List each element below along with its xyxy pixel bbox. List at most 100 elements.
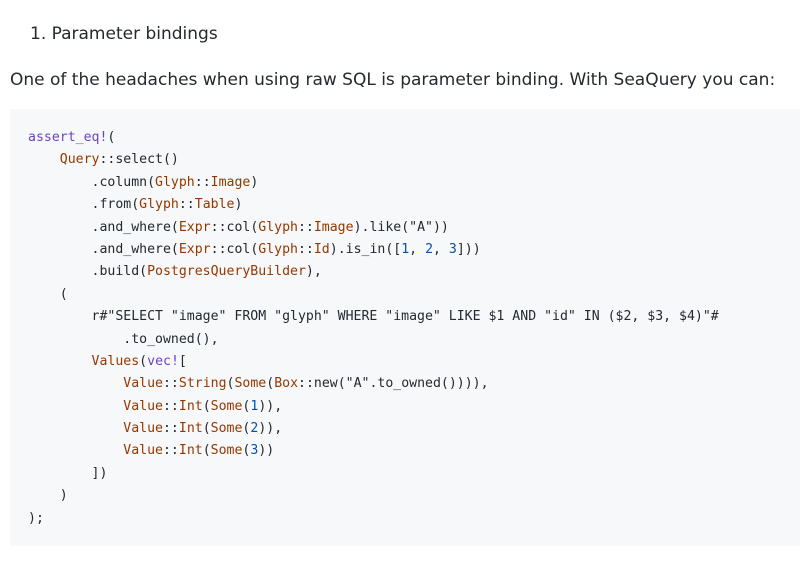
code-token: 1 xyxy=(401,241,410,257)
code-token: Some xyxy=(210,421,243,437)
code-token: :: xyxy=(178,197,195,213)
code-token: Query xyxy=(59,152,100,168)
code-token xyxy=(28,399,123,414)
code-token: ( xyxy=(202,443,211,459)
code-token: :: xyxy=(194,174,211,190)
code-line: Values(vec![ xyxy=(28,351,800,373)
code-token: ).is_in([ xyxy=(329,241,402,257)
code-token: Expr xyxy=(178,219,211,235)
code-token: Glyph xyxy=(258,241,298,257)
code-token: ( xyxy=(202,421,211,437)
code-line: .to_owned(), xyxy=(28,329,800,351)
code-line: Value::Int(Some(1)), xyxy=(28,396,800,418)
intro-paragraph: One of the headaches when using raw SQL … xyxy=(10,70,776,90)
code-token: ::select() xyxy=(99,152,179,168)
code-token: Value xyxy=(123,421,163,437)
code-token: ).like("A")) xyxy=(353,219,449,235)
code-token: .build( xyxy=(28,264,148,280)
code-token: PostgresQueryBuilder xyxy=(147,264,306,280)
code-token: r#"SELECT "image" FROM "glyph" WHERE "im… xyxy=(28,309,719,325)
code-token: Int xyxy=(178,398,203,414)
code-block: assert_eq!( Query::select() .column(Glyp… xyxy=(10,109,800,546)
code-token: )), xyxy=(258,398,283,414)
section-heading: 1. Parameter bindings xyxy=(30,24,218,44)
code-token: ( xyxy=(139,353,148,369)
code-token xyxy=(28,443,123,458)
code-token: ) xyxy=(234,197,243,213)
code-token: ( xyxy=(226,376,235,392)
code-token: :: xyxy=(162,376,179,392)
code-token: Some xyxy=(210,443,243,459)
code-line: Value::String(Some(Box::new("A".to_owned… xyxy=(28,373,800,395)
code-token: Image xyxy=(210,174,251,190)
code-line: Value::Int(Some(2)), xyxy=(28,418,800,440)
code-token: ( xyxy=(202,398,211,414)
code-line: ( xyxy=(28,284,800,306)
code-token: Value xyxy=(123,398,163,414)
code-token: String xyxy=(178,376,227,392)
code-token: ])) xyxy=(456,241,481,257)
code-token: Box xyxy=(274,376,299,392)
code-token: Table xyxy=(194,197,235,213)
code-token: , xyxy=(433,241,449,257)
code-line: Value::Int(Some(3)) xyxy=(28,440,800,462)
code-token: ), xyxy=(305,264,322,280)
code-token: ( xyxy=(266,376,275,392)
code-token: Some xyxy=(210,398,243,414)
code-token: :: xyxy=(162,443,179,459)
code-token: )) xyxy=(258,443,275,459)
code-line: ) xyxy=(28,485,800,507)
code-token: .to_owned(), xyxy=(28,331,219,347)
code-token: .and_where( xyxy=(28,219,179,235)
code-line: r#"SELECT "image" FROM "glyph" WHERE "im… xyxy=(28,306,800,328)
code-token: ); xyxy=(28,510,44,526)
code-line: .and_where(Expr::col(Glyph::Id).is_in([1… xyxy=(28,239,800,261)
code-token: Value xyxy=(123,443,163,459)
code-token: 2 xyxy=(250,421,259,437)
code-token: ::new("A".to_owned()))), xyxy=(298,376,489,392)
code-token: 2 xyxy=(425,241,434,257)
code-token: Value xyxy=(123,376,163,392)
code-token: 1 xyxy=(250,398,259,414)
code-line: .build(PostgresQueryBuilder), xyxy=(28,261,800,283)
code-line: .column(Glyph::Image) xyxy=(28,172,800,194)
code-token: 3 xyxy=(250,443,259,459)
code-line: .from(Glyph::Table) xyxy=(28,194,800,216)
code-token: :: xyxy=(297,241,314,257)
code-token: Int xyxy=(178,443,203,459)
code-token: :: xyxy=(162,421,179,437)
code-token: , xyxy=(409,241,426,257)
code-token: ]) xyxy=(28,465,108,481)
code-token: ( xyxy=(107,130,116,145)
code-token: ) xyxy=(250,174,259,190)
code-token: Glyph xyxy=(258,219,298,235)
code-token: [ xyxy=(178,353,187,369)
code-token: )), xyxy=(258,421,283,437)
code-token: Id xyxy=(313,241,330,257)
code-token: ) xyxy=(28,488,68,504)
code-line: ]) xyxy=(28,463,800,485)
code-token xyxy=(28,354,92,369)
code-token: ( xyxy=(28,286,68,302)
code-token: Values xyxy=(91,353,140,369)
code-token: ( xyxy=(242,398,251,414)
code-token: Image xyxy=(313,219,354,235)
code-token: assert_eq! xyxy=(28,130,108,145)
code-token xyxy=(28,376,123,391)
code-token xyxy=(28,152,60,167)
code-token: vec! xyxy=(147,353,179,369)
code-line: ); xyxy=(28,508,800,530)
code-token: Glyph xyxy=(155,174,195,190)
code-token: :: xyxy=(297,219,314,235)
code-token: 3 xyxy=(448,241,457,257)
code-token: ( xyxy=(242,443,251,459)
code-content: assert_eq!( Query::select() .column(Glyp… xyxy=(28,127,800,530)
code-token: ::col( xyxy=(210,241,259,257)
code-token: :: xyxy=(162,398,179,414)
code-token: Int xyxy=(178,421,203,437)
code-token: Some xyxy=(234,376,267,392)
code-token: .from( xyxy=(28,197,140,213)
code-token xyxy=(28,421,123,436)
code-token: Glyph xyxy=(139,197,179,213)
code-token: .column( xyxy=(28,174,156,190)
